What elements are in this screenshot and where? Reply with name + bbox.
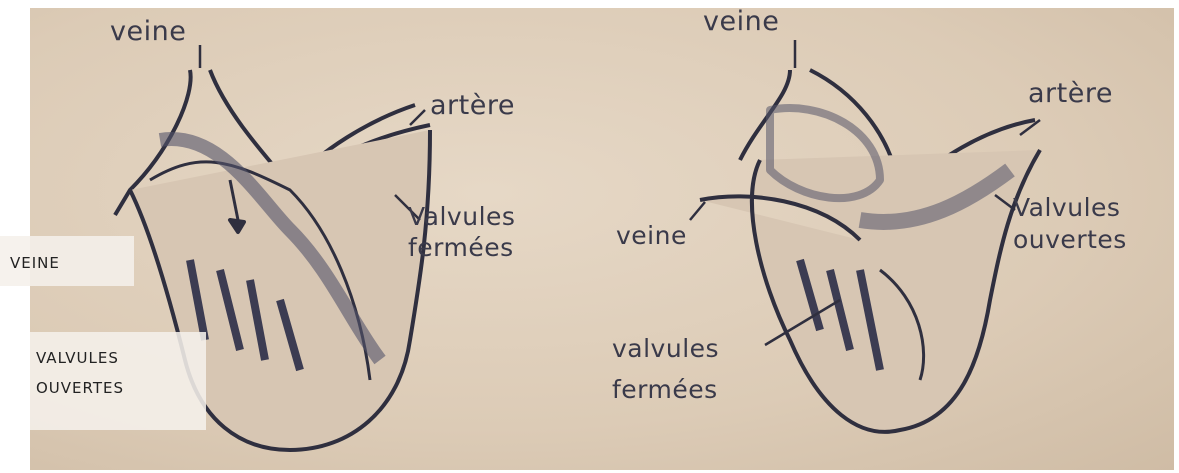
overlay-veine-box: VEINE	[0, 236, 134, 286]
right-valvules-open-label-2: ouvertes	[1013, 226, 1127, 254]
right-valvules-closed-label-1: valvules	[612, 335, 719, 363]
left-valvules-label-2: fermées	[408, 234, 514, 262]
right-valvules-closed-label-2: fermées	[612, 376, 718, 404]
overlay-veine-text: VEINE	[10, 251, 60, 275]
left-veine-label: veine	[110, 18, 186, 46]
right-artere-label: artère	[1028, 80, 1113, 108]
right-heart	[700, 70, 1040, 432]
left-valvules-label-1: Valvules	[408, 203, 515, 231]
overlay-valvules-text-2: OUVERTES	[36, 376, 124, 400]
left-artere-label: artère	[430, 92, 515, 120]
overlay-valvules-text-1: VALVULES	[36, 346, 119, 370]
overlay-valvules-box: VALVULES OUVERTES	[30, 332, 206, 430]
right-veine-side-label: veine	[616, 222, 687, 250]
right-valvules-open-label-1: Valvules	[1013, 194, 1120, 222]
right-veine-top-label: veine	[703, 8, 779, 36]
